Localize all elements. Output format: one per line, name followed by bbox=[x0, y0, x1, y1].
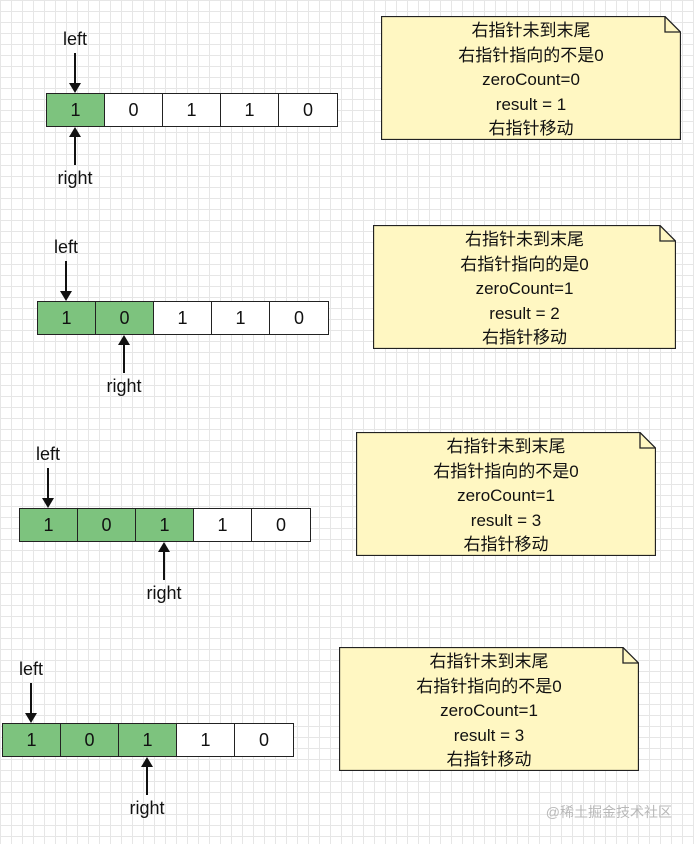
array-cell: 0 bbox=[275, 514, 286, 535]
right-pointer-label: right bbox=[146, 583, 182, 603]
note-line: result = 1 bbox=[495, 94, 567, 114]
right-pointer-label: right bbox=[129, 798, 165, 818]
left-pointer-label: left bbox=[18, 659, 43, 679]
note-shape bbox=[339, 647, 639, 771]
array-cell: 0 bbox=[61, 724, 119, 756]
note-line: 右指针指向的不是0 bbox=[416, 676, 562, 696]
note-line: 右指针移动 bbox=[488, 119, 574, 138]
note-line: 右指针未到末尾 bbox=[465, 230, 584, 249]
array-cell: 1 bbox=[212, 302, 270, 334]
step-note: 右指针未到末尾右指针指向的不是0 zeroCount=1 result = 3 右指针… bbox=[339, 647, 639, 771]
array-cell: 0 bbox=[105, 94, 163, 126]
note-text: 右指针未到末尾右指针指向的不是0 zeroCount=1 result = 3 右指针… bbox=[339, 647, 639, 773]
note-text: 右指针未到末尾右指针指向的不是0 zeroCount=0 result = 1 右指针… bbox=[381, 16, 681, 142]
left-pointer-label: left bbox=[62, 29, 87, 49]
note-line: 右指针指向的不是0 bbox=[433, 461, 579, 481]
right-pointer-arrow bbox=[69, 127, 81, 165]
note-line: 右指针移动 bbox=[463, 535, 549, 554]
array-cell: 0 bbox=[293, 307, 304, 328]
note-line: 右指针未到末尾 bbox=[429, 652, 549, 671]
note-line: zeroCount=1 bbox=[440, 701, 538, 720]
note-shape bbox=[356, 432, 656, 556]
array-cell: 0 bbox=[302, 99, 313, 120]
note-line: result = 3 bbox=[453, 725, 525, 745]
note-line: 右指针未到末尾 bbox=[471, 21, 591, 40]
step-note: 右指针未到末尾右指针指向的不是0 zeroCount=1 result = 3 右指针… bbox=[356, 432, 656, 556]
note-line: 右指针指向的是0 bbox=[460, 254, 589, 274]
note-text: 右指针未到末尾右指针指向的不是0 zeroCount=1 result = 3 右指针… bbox=[356, 432, 656, 558]
array-cell: 1 bbox=[47, 94, 105, 126]
array-cell: 1 bbox=[3, 724, 61, 756]
note-line: zeroCount=1 bbox=[457, 486, 555, 505]
watermark: @稀土掘金技术社区 bbox=[545, 804, 672, 820]
left-pointer-arrow bbox=[25, 683, 37, 723]
note-shape bbox=[373, 225, 676, 349]
array-cell: 1 bbox=[136, 509, 194, 541]
array-cell: 0 bbox=[96, 302, 154, 334]
right-pointer-arrow bbox=[141, 757, 153, 795]
array-cell: 0 bbox=[78, 509, 136, 541]
step-note: 右指针未到末尾右指针指向的是0 zeroCount=1 result = 2 右指针移… bbox=[373, 225, 676, 349]
left-pointer-arrow bbox=[60, 261, 72, 301]
note-line: result = 3 bbox=[470, 510, 542, 530]
note-line: 右指针移动 bbox=[446, 750, 532, 769]
note-line: result = 2 bbox=[489, 303, 560, 323]
note-line: 右指针移动 bbox=[482, 328, 567, 347]
right-pointer-arrow bbox=[158, 542, 170, 580]
left-pointer-arrow bbox=[42, 468, 54, 508]
right-pointer-arrow bbox=[118, 335, 130, 373]
step-note: 右指针未到末尾右指针指向的不是0 zeroCount=0 result = 1 右指针… bbox=[381, 16, 681, 140]
note-line: zeroCount=1 bbox=[475, 279, 574, 298]
array-cell: 0 bbox=[258, 729, 269, 750]
array-cell: 1 bbox=[38, 302, 96, 334]
right-pointer-label: right bbox=[106, 376, 142, 396]
left-pointer-arrow bbox=[69, 53, 81, 93]
note-shape bbox=[381, 16, 681, 140]
left-pointer-label: left bbox=[53, 237, 78, 257]
note-line: 右指针未到末尾 bbox=[446, 437, 566, 456]
array-cell: 1 bbox=[194, 509, 252, 541]
note-line: zeroCount=0 bbox=[482, 70, 580, 89]
array-cell: 1 bbox=[221, 94, 279, 126]
array-cell: 1 bbox=[154, 302, 212, 334]
note-text: 右指针未到末尾右指针指向的是0 zeroCount=1 result = 2 右指针移… bbox=[373, 225, 676, 351]
array-cell: 1 bbox=[163, 94, 221, 126]
right-pointer-label: right bbox=[57, 168, 93, 188]
array-cell: 1 bbox=[177, 724, 235, 756]
left-pointer-label: left bbox=[35, 444, 60, 464]
note-line: 右指针指向的不是0 bbox=[458, 45, 604, 65]
array-cell: 1 bbox=[20, 509, 78, 541]
array-cell: 1 bbox=[119, 724, 177, 756]
